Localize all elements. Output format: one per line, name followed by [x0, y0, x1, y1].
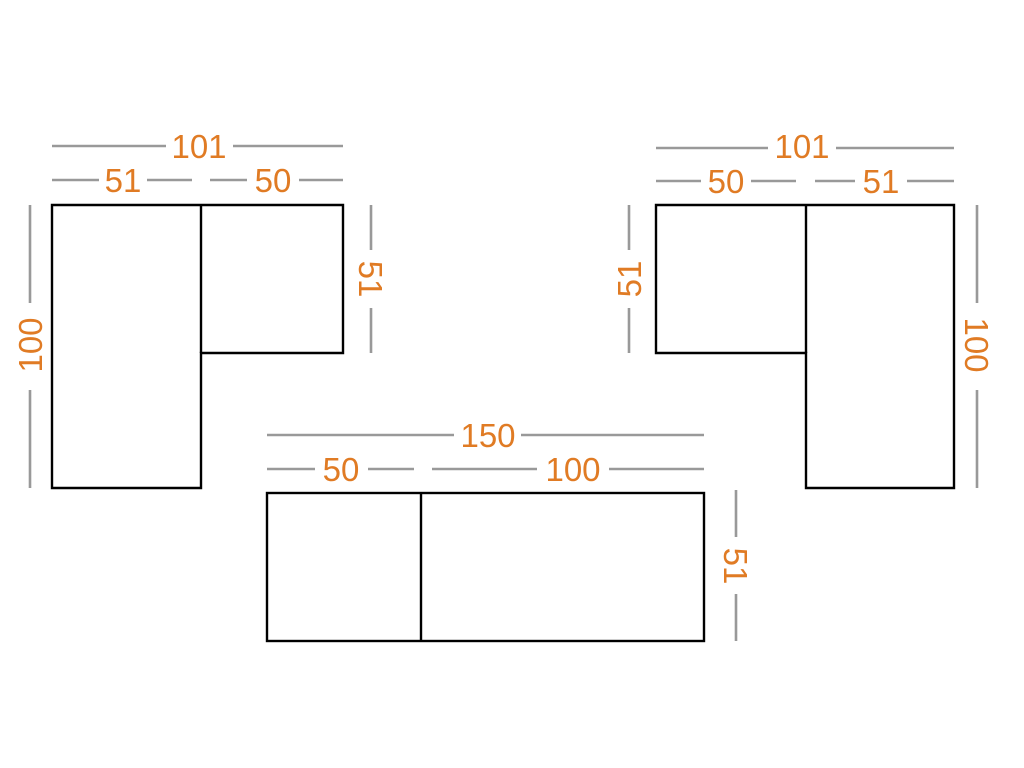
- right-total-depth-dimension: 100: [958, 205, 995, 488]
- left-total-width-dimension: 101: [52, 128, 343, 165]
- left-layout-outline: [50, 203, 345, 490]
- left-short-depth-dimension: 51: [352, 205, 389, 353]
- right-l-layout: 101 50 51 51 100: [611, 128, 995, 490]
- bottom-depth-dimension: 51: [717, 490, 754, 641]
- left-total-depth-label: 100: [12, 317, 49, 372]
- left-left-part-width-label: 51: [105, 162, 142, 199]
- bottom-right-part-width-label: 100: [545, 451, 600, 488]
- left-short-depth-label: 51: [352, 261, 389, 298]
- left-right-part-width-dimension: 50: [210, 162, 343, 199]
- right-right-part-width-label: 51: [863, 163, 900, 200]
- bottom-right-part-width-dimension: 100: [432, 451, 704, 488]
- bottom-total-width-label: 150: [460, 417, 515, 454]
- bottom-straight-layout: 150 50 100 51: [265, 417, 754, 643]
- left-total-width-label: 101: [171, 128, 226, 165]
- left-right-part-width-label: 50: [255, 162, 292, 199]
- left-l-layout: 101 51 50 100 51: [12, 128, 389, 490]
- right-short-depth-dimension: 51: [611, 205, 648, 353]
- right-layout-outline: [654, 203, 956, 490]
- bottom-depth-label: 51: [717, 548, 754, 585]
- right-left-part-width-label: 50: [708, 163, 745, 200]
- right-right-part-width-dimension: 51: [815, 163, 954, 200]
- bottom-left-part-width-label: 50: [323, 451, 360, 488]
- right-short-depth-label: 51: [611, 261, 648, 298]
- left-total-depth-dimension: 100: [12, 205, 49, 488]
- right-left-part-width-dimension: 50: [656, 163, 796, 200]
- right-total-depth-label: 100: [958, 317, 995, 372]
- right-total-width-dimension: 101: [656, 128, 954, 165]
- bottom-left-part-width-dimension: 50: [267, 451, 414, 488]
- bottom-total-width-dimension: 150: [267, 417, 704, 454]
- bottom-layout-outline: [265, 491, 706, 643]
- left-left-part-width-dimension: 51: [52, 162, 192, 199]
- right-total-width-label: 101: [774, 128, 829, 165]
